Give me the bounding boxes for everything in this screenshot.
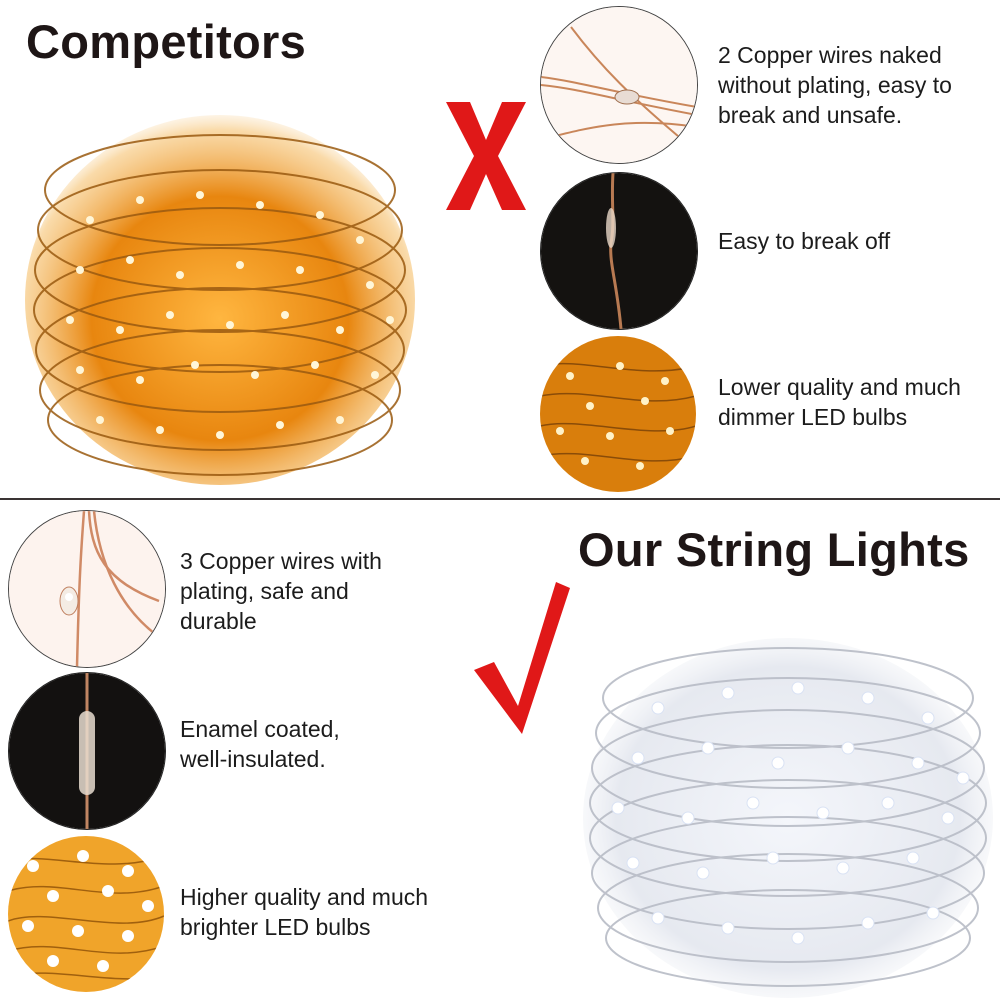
our-string-lights-photo bbox=[578, 628, 998, 1000]
competitors-heading: Competitors bbox=[26, 15, 307, 68]
enamel-coated-wire-closeup bbox=[8, 672, 166, 830]
our-feature-2-text: Enamel coated, well-insulated. bbox=[180, 716, 340, 772]
plated-copper-wire-closeup bbox=[8, 510, 166, 668]
dim-led-closeup bbox=[540, 336, 696, 492]
competitor-feature-3-text: Lower quality and much dimmer LED bulbs bbox=[718, 374, 961, 430]
competitor-string-lights-photo bbox=[20, 100, 420, 495]
our-string-lights-heading: Our String Lights bbox=[578, 523, 970, 576]
red-check-icon bbox=[472, 578, 572, 743]
section-divider bbox=[0, 498, 1000, 500]
competitor-feature-1-text: 2 Copper wires naked without plating, ea… bbox=[718, 42, 952, 128]
bright-led-closeup bbox=[8, 836, 164, 992]
broken-wire-closeup bbox=[540, 172, 698, 330]
red-x-icon bbox=[440, 96, 530, 221]
our-feature-3-text: Higher quality and much brighter LED bul… bbox=[180, 884, 429, 940]
competitor-feature-2-text: Easy to break off bbox=[718, 228, 891, 254]
bare-copper-wire-closeup bbox=[540, 6, 698, 164]
our-feature-1-text: 3 Copper wires with plating, safe and du… bbox=[180, 548, 382, 634]
